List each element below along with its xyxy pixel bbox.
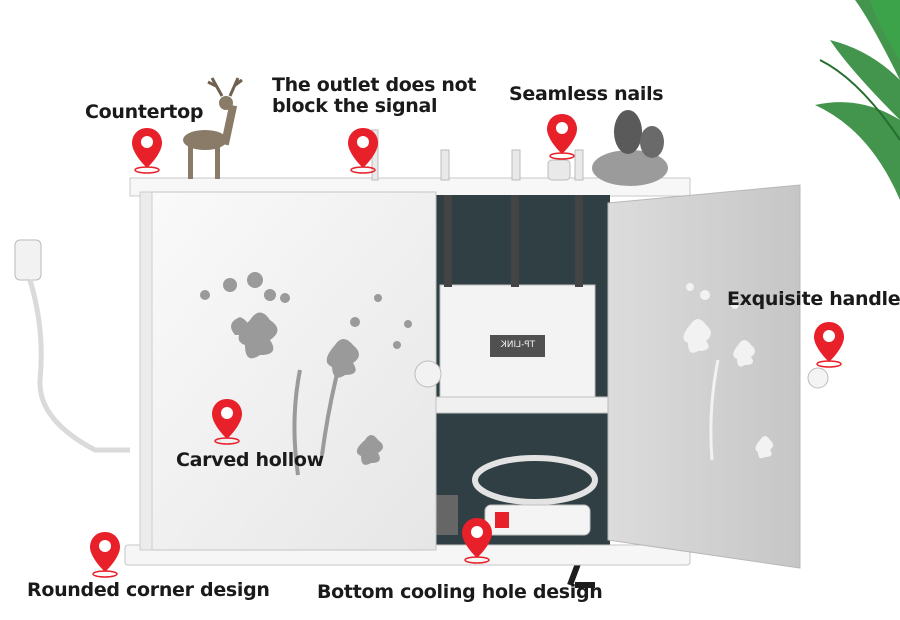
location-pin-icon [814,322,844,368]
location-pin-icon [132,128,162,174]
location-pin-icon [348,128,378,174]
callout-seamless-nails: Seamless nails [509,83,664,105]
palm-leaf-decoration [815,0,900,200]
callout-bottom-cooling: Bottom cooling hole design [317,581,603,603]
power-cable [14,239,130,453]
callout-exquisite-handle: Exquisite handle [727,288,900,310]
callout-outlet-signal: The outlet does not block the signal [272,74,477,117]
location-pin-icon [547,114,577,160]
cactus-ornament [592,110,668,186]
top-pegs [371,129,584,181]
location-pin-icon [212,399,242,445]
left-door-handle [414,360,442,388]
router-brand-label: TP-LINK [500,340,536,350]
callout-rounded-corner: Rounded corner design [27,579,270,601]
callout-countertop: Countertop [85,101,204,123]
location-pin-icon [90,532,120,578]
location-pin-icon [462,518,492,564]
right-door [607,184,829,569]
callout-carved-hollow: Carved hollow [176,449,324,471]
left-door [139,191,442,551]
deer-ornament [183,77,243,179]
power-strip [436,455,598,588]
right-door-handle [807,367,829,389]
